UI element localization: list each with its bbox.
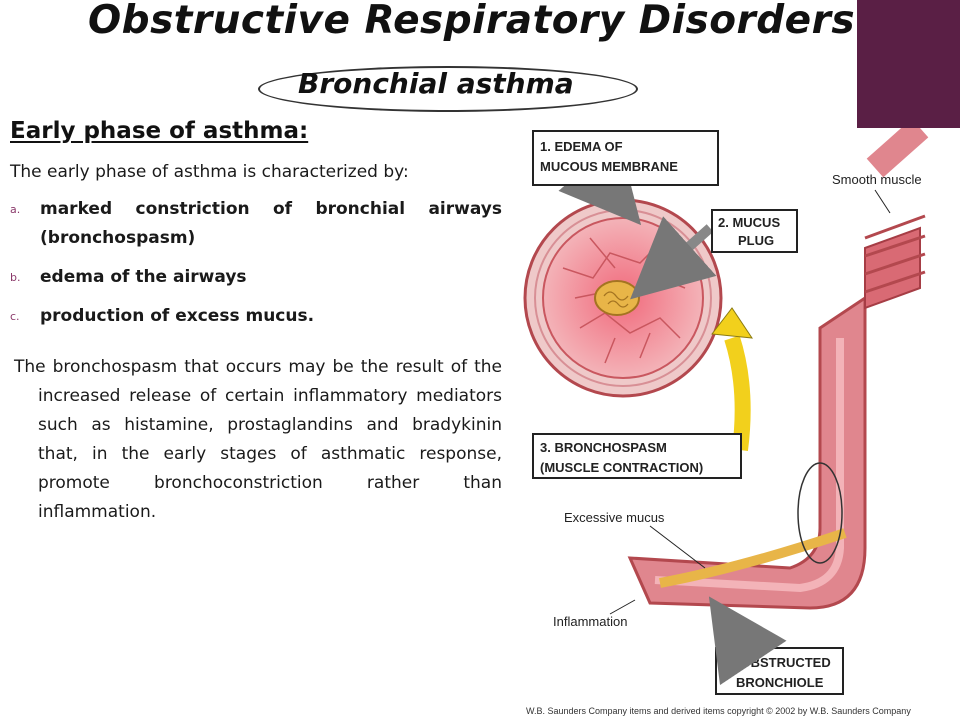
label-obstructed-bronchiole: 4. OBSTRUCTED BRONCHIOLE (715, 647, 844, 695)
pointer-arrow-icon (630, 216, 717, 300)
section-heading: Early phase of asthma: (10, 118, 309, 144)
list-item-text: production of excess mucus. (40, 306, 315, 326)
label-mucus-plug: 2. MUCUS PLUG (711, 209, 798, 253)
label-edema: 1. EDEMA OF MUCOUS MEMBRANE (532, 130, 719, 186)
feature-list: a. marked constriction of bronchial airwa… (10, 195, 502, 331)
label-text: 3. BRONCHOSPASM (540, 440, 667, 455)
list-item: b. edema of the airways (10, 263, 502, 292)
copyright-notice: W.B. Saunders Company items and derived … (526, 706, 911, 716)
list-item: a. marked constriction of bronchial airwa… (10, 195, 502, 253)
slide-title: Obstructive Respiratory Disorders (88, 0, 856, 43)
list-marker: c. (10, 310, 20, 323)
excessive-mucus-label: Excessive mucus (564, 510, 665, 525)
list-marker: b. (10, 271, 21, 284)
intro-text: The early phase of asthma is characteriz… (10, 162, 409, 182)
bronchus-illustration (627, 128, 929, 610)
label-text: BRONCHIOLE (736, 675, 824, 690)
body-paragraph: The bronchospasm that occurs may be the … (14, 357, 502, 522)
list-item: c. production of excess mucus. (10, 302, 502, 331)
label-text: 2. MUCUS (718, 215, 780, 230)
inflammation-label: Inflammation (553, 614, 627, 629)
asthma-diagram: 1. EDEMA OF MUCOUS MEMBRANE 2. MUCUS PLU… (520, 128, 960, 720)
label-text: PLUG (738, 233, 774, 248)
smooth-muscle-label: Smooth muscle (832, 172, 922, 187)
slide-subtitle: Bronchial asthma (298, 67, 574, 100)
list-item-text: edema of the airways (40, 267, 247, 287)
label-text: (MUSCLE CONTRACTION) (540, 460, 703, 475)
text-column: Early phase of asthma: The early phase o… (10, 118, 502, 527)
airway-cross-section (523, 198, 723, 398)
label-text: 1. EDEMA OF (540, 139, 623, 154)
list-item-text: marked constriction of bronchial airways… (40, 199, 502, 248)
diagram-svg: 1. EDEMA OF MUCOUS MEMBRANE 2. MUCUS PLU… (523, 128, 929, 716)
subtitle-ellipse (258, 66, 638, 112)
label-text: MUCOUS MEMBRANE (540, 159, 678, 174)
corner-accent-block (857, 0, 960, 128)
list-marker: a. (10, 203, 21, 216)
pointer-arrow-icon (708, 596, 787, 686)
label-bronchospasm: 3. BRONCHOSPASM (MUSCLE CONTRACTION) (532, 433, 742, 479)
label-text: 4. OBSTRUCTED (726, 655, 831, 670)
